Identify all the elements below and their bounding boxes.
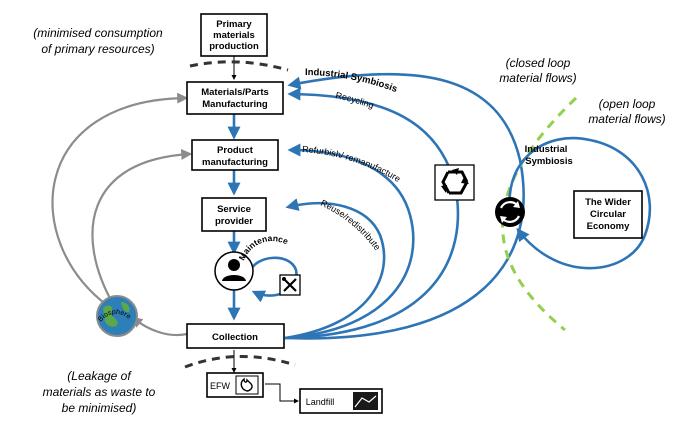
open-loop-note-1: (open loop [599, 97, 656, 111]
wider-economy-loop [508, 136, 652, 270]
exchange-icon [495, 197, 525, 227]
reuse-loop [284, 198, 386, 340]
primary-resources-note-2: of primary resources) [41, 42, 154, 56]
closed-loop-note-1: (closed loop [506, 56, 571, 70]
user-label: User [227, 281, 241, 289]
primary-label-2: materials [213, 30, 255, 41]
efw-to-landfill-arrow [265, 383, 299, 404]
product-label-1: Product [217, 145, 254, 156]
landfill-icon-mound [354, 395, 377, 408]
fire-icon [235, 375, 259, 395]
open-industrial-symbiosis-label-2: Symbiosis [525, 156, 573, 167]
leakage-note-1: (Leakage of [67, 369, 132, 383]
collection-to-biosphere-arrow [131, 316, 188, 337]
wider-label-1: The Wider [585, 197, 631, 208]
recycle-icon [434, 164, 475, 201]
landfill-icon [353, 392, 378, 410]
open-loop-note-2: material flows) [588, 112, 665, 126]
wider-label-2: Circular [590, 209, 626, 220]
landfill-box: Landfill [299, 388, 383, 414]
primary-resources-note-1: (minimised consumption [33, 26, 163, 40]
biosphere-inner-loop [91, 149, 193, 303]
materials-label-2: Manufacturing [202, 99, 268, 110]
primary-label-1: Primary [216, 19, 252, 30]
service-label-1: Service [217, 204, 251, 215]
fire-icon-flame [240, 377, 253, 392]
collection-label: Collection [212, 332, 258, 343]
leakage-note-2: materials as waste to [43, 385, 156, 399]
wider-circular-economy-box: The Wider Circular Economy [573, 190, 643, 239]
biosphere-icon: Biosphere [96, 295, 138, 337]
product-manufacturing-box: Product manufacturing [191, 139, 279, 171]
service-label-2: provider [215, 216, 253, 227]
leakage-boundary-dashed-arc [184, 354, 296, 369]
primary-boundary-dashed-arc [189, 60, 289, 72]
closed-loop-note-2: material flows) [499, 71, 576, 85]
materials-label-1: Materials/Parts [201, 87, 269, 98]
refurbish-loop [284, 143, 415, 340]
tools-icon [279, 274, 301, 296]
product-label-2: manufacturing [202, 157, 268, 168]
collection-box: Collection [186, 323, 285, 349]
open-industrial-symbiosis-label-1: Industrial [525, 144, 568, 155]
wider-label-3: Economy [587, 221, 630, 232]
recycling-label: Recycling [335, 90, 376, 110]
leakage-note-3: be minimised) [62, 401, 137, 415]
materials-manufacturing-box: Materials/Parts Manufacturing [186, 81, 284, 115]
biosphere-outer-loop [51, 92, 189, 307]
maintenance-loop [248, 256, 298, 303]
efw-label: EFW [210, 381, 231, 391]
landfill-label: Landfill [306, 397, 335, 407]
refurbish-label: Refurbish/ remanufacture [302, 144, 402, 184]
user-icon: User [214, 251, 254, 291]
service-provider-box: Service provider [201, 197, 267, 232]
primary-materials-box: Primary materials production [200, 13, 268, 57]
primary-label-3: production [209, 41, 259, 52]
efw-box: EFW [206, 372, 264, 398]
recycling-loop [284, 87, 460, 340]
